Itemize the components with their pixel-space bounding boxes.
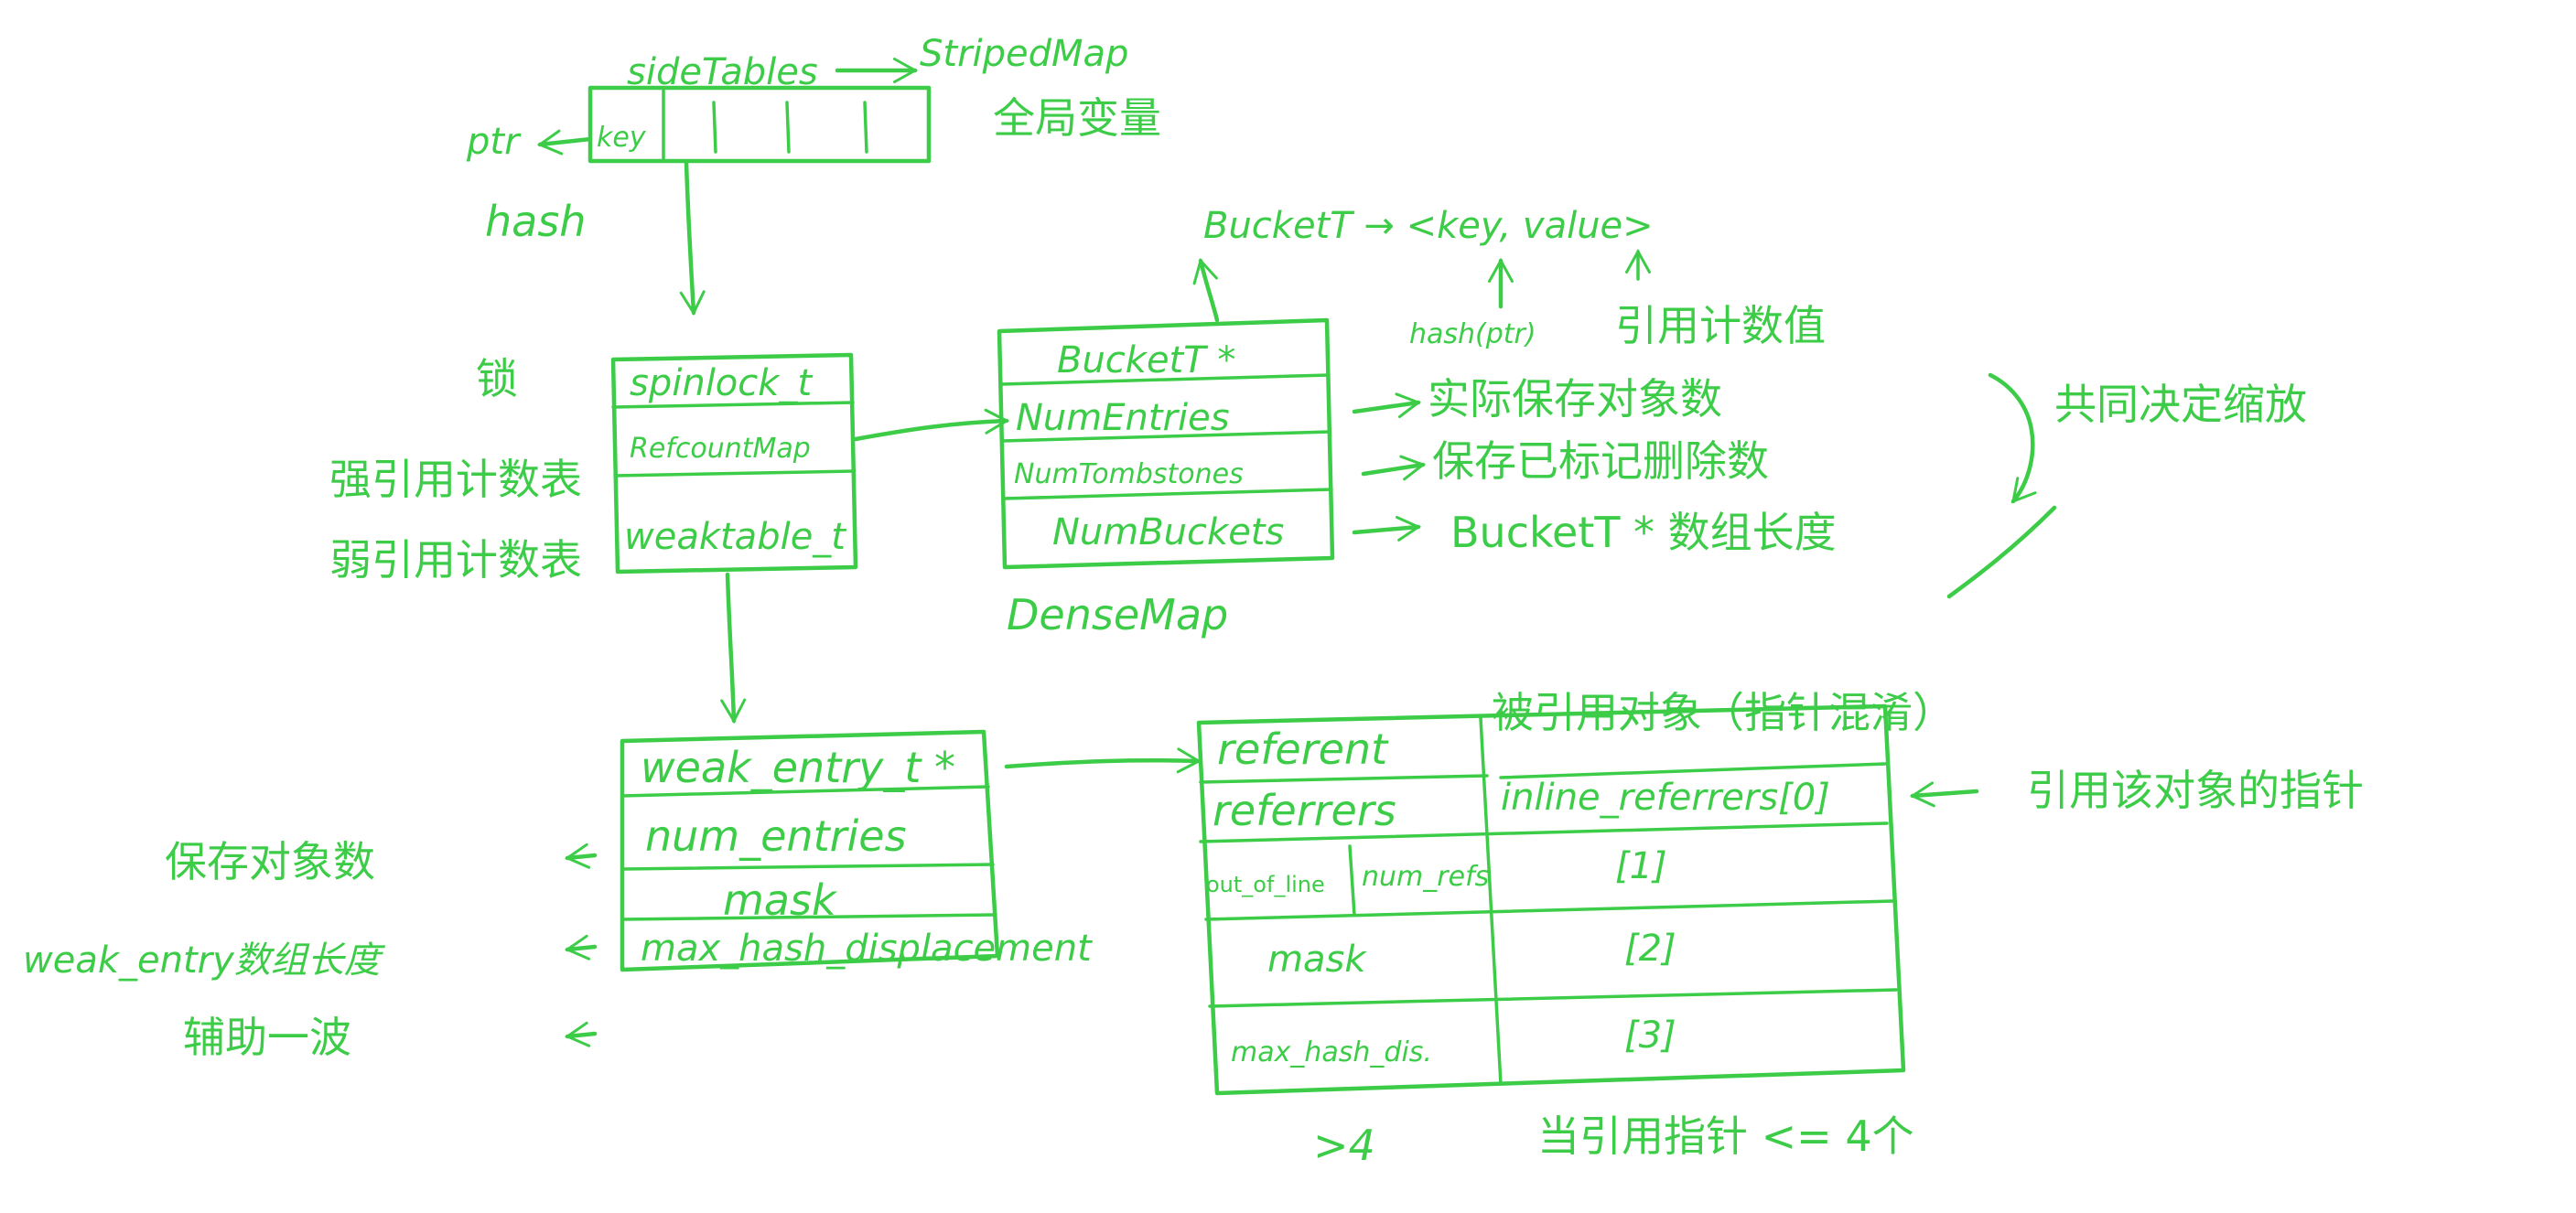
referrer-note: 引用该对象的指针: [2027, 766, 2364, 815]
inline-referrers-cell-3: [3]: [1624, 1014, 1676, 1057]
num-buckets-arrow: [1352, 515, 1422, 542]
dense-map-box: [997, 317, 1335, 570]
num-entries-arrow: [1352, 392, 1422, 419]
strong-ref-label: 强引用计数表: [329, 455, 582, 504]
le4-note: 当引用指针 <= 4个: [1537, 1111, 1914, 1161]
referrer-note-arrow: [1909, 781, 1979, 808]
num-entries-left-arrow: [564, 843, 598, 869]
weak-entry-field-referrers: referrers: [1213, 786, 1396, 835]
dense-map-field-2: NumTombstones: [1014, 458, 1244, 490]
striped-array: [587, 85, 932, 164]
lock-label: 锁: [476, 354, 518, 403]
hash-label: hash: [485, 197, 586, 246]
weak-table-field-3: max_hash_displacement: [641, 928, 1093, 970]
weak-num-entries-note: 保存对象数: [165, 837, 375, 886]
weak-table-box: [620, 729, 1000, 972]
striped-map-label: StripedMap: [920, 33, 1128, 75]
ptr-label: ptr: [466, 121, 522, 163]
referent-note: 被引用对象（指针混淆）: [1492, 688, 1955, 737]
weaktable-down-arrow: [720, 572, 747, 725]
gt4-label: >4: [1313, 1121, 1375, 1170]
weak-entry-field-max-hash: max_hash_dis.: [1231, 1036, 1432, 1068]
ptr-arrow: [536, 129, 593, 156]
side-table-box: [610, 352, 858, 574]
scale-note: 共同决定缩放: [2054, 380, 2307, 429]
hash-ptr-label: hash(ptr): [1409, 318, 1536, 350]
weak-table-field-2: mask: [723, 875, 838, 925]
inline-referrers-cell-1: [1]: [1615, 845, 1667, 887]
weak-entry-field-out-of-line: out_of_line: [1206, 872, 1325, 897]
weak-entry-field-mask: mask: [1267, 939, 1367, 981]
num-entries-note: 实际保存对象数: [1428, 374, 1722, 424]
tombstones-arrow: [1361, 455, 1427, 481]
weak-max-hash-note: 辅助一波: [183, 1013, 351, 1062]
side-table-field-1: RefcountMap: [630, 433, 811, 465]
scale-slash: [1946, 505, 2057, 599]
inline-referrers-cell-2: [2]: [1624, 928, 1676, 970]
weak-ref-label: 弱引用计数表: [329, 535, 582, 585]
dense-map-field-0: BucketT *: [1057, 339, 1235, 381]
dense-map-name: DenseMap: [1007, 590, 1228, 639]
refcount-to-densemap-arrow: [853, 408, 1010, 442]
scale-bracket: [1988, 372, 2037, 504]
weak-table-field-0: weak_entry_t *: [641, 743, 955, 792]
bucket-def: BucketT → <key, value>: [1203, 205, 1654, 247]
weak-entry-box: [1196, 703, 1906, 1096]
dense-map-field-1: NumEntries: [1016, 397, 1230, 439]
mask-left-arrow: [564, 934, 598, 961]
dense-map-field-3: NumBuckets: [1052, 511, 1284, 553]
weak-entry-field-referent: referent: [1217, 725, 1389, 774]
ref-count-value-label: 引用计数值: [1615, 301, 1826, 350]
tombstones-note: 保存已标记删除数: [1432, 436, 1769, 486]
weak-table-field-1: num_entries: [645, 811, 907, 861]
weak-entry-arrow: [1004, 747, 1202, 774]
num-buckets-note: BucketT * 数组长度: [1450, 508, 1837, 557]
bucket-up-arrow: [1192, 257, 1220, 323]
weak-entry-field-num-refs: num_refs: [1362, 861, 1489, 893]
max-hash-left-arrow: [564, 1021, 598, 1047]
weak-mask-note: weak_entry数组长度: [23, 939, 386, 982]
side-table-field-2: weaktable_t: [624, 516, 846, 558]
key-cell: key: [597, 122, 647, 154]
hash-down-arrow: [679, 160, 706, 317]
global-var-label: 全局变量: [993, 93, 1161, 143]
side-table-field-0: spinlock_t: [630, 362, 813, 404]
inline-referrers-cell-0: inline_referrers[0]: [1501, 777, 1830, 819]
